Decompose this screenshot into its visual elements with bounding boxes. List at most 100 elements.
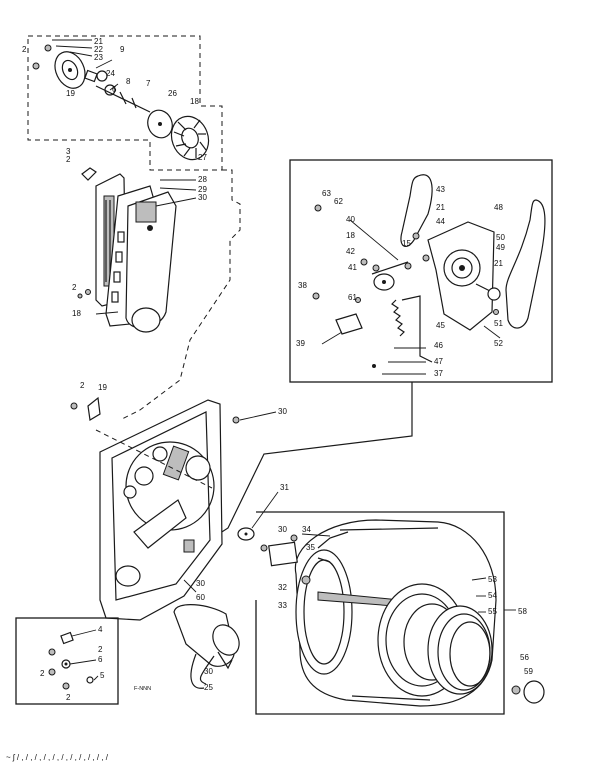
callout-63: 63 [322,189,331,198]
screw-part [312,292,320,300]
callout-2: 2 [40,669,45,678]
motor-inset [15,617,119,705]
mount-clip [60,631,74,645]
callout-48: 48 [494,203,503,212]
seal-part [87,396,101,421]
bearing-part [84,69,98,83]
callout-28: 28 [198,175,207,184]
callout-46: 46 [434,341,443,350]
callout-55: 55 [488,607,497,616]
callout-40: 40 [346,215,355,224]
motor-endcap [212,624,240,656]
callout-45: 45 [436,321,445,330]
washer-part [360,258,368,266]
callout-30: 30 [198,193,207,202]
rear-bulkhead [99,399,223,621]
washer-part [372,264,380,272]
drum-roller [523,680,545,704]
blower-assembly-group [27,35,223,171]
callout-18: 18 [190,97,199,106]
callout-44: 44 [436,217,445,226]
callout-53: 53 [488,575,497,584]
callout-2: 2 [22,45,27,54]
bottom-margin-marks: ~ ʃ / , / , / , / , / , / , / , / , / , … [6,753,109,762]
callout-15: 15 [402,239,411,248]
clip-part [81,167,97,181]
callout-21: 21 [436,203,445,212]
callout-50: 50 [496,233,505,242]
duct-gasket [135,201,157,223]
drive-belt-small [400,174,433,248]
callout-34: 34 [302,525,311,534]
motor-pulley [487,287,501,301]
bulkhead-clip [183,539,195,553]
callout-6: 6 [98,655,103,664]
callout-62: 62 [334,197,343,206]
callout-38: 38 [298,281,307,290]
callout-25: 25 [204,683,213,692]
motor-lead [190,653,205,689]
callout-26: 26 [168,89,177,98]
callout-58: 58 [518,607,527,616]
callout-2: 2 [80,381,85,390]
callout-54: 54 [488,591,497,600]
callout-19: 19 [66,89,75,98]
washer-part [86,676,94,684]
callout-56: 56 [520,653,529,662]
callout-32: 32 [278,583,287,592]
screw-part [44,44,52,52]
drum-bearing [301,575,311,585]
screw-part [314,204,322,212]
callout-30: 30 [278,407,287,416]
callout-24: 24 [106,69,115,78]
motor-inset-frame [15,617,119,705]
roller-part [511,685,521,695]
drive-inset [289,159,553,383]
callout-29: 29 [198,185,207,194]
rear-bulkhead-group [70,396,277,621]
callout-7: 7 [146,79,151,88]
tension-rod [401,295,433,363]
drum-belt-guide [317,531,349,549]
callout-8: 8 [126,77,131,86]
bulkhead-port [115,565,141,587]
impeller-wheel [170,115,210,161]
blower-connector-dash [119,169,241,421]
callout-30: 30 [204,667,213,676]
duct-assembly-group [77,167,197,333]
drum-mount-parts [237,491,349,585]
callout-19: 19 [98,383,107,392]
duct-opening [131,307,161,333]
tension-spring [391,299,405,337]
callout-9: 9 [120,45,125,54]
callout-labels: 21 22 23 9 2 24 8 7 19 6 26 18 27 3 2 28… [22,37,533,702]
washer-part [96,70,108,82]
inset-frame [289,159,553,383]
callout-30: 30 [278,525,287,534]
callout-43: 43 [436,185,445,194]
callout-2: 2 [98,645,103,654]
callout-18: 18 [346,231,355,240]
callout-5: 5 [100,671,105,680]
bulkhead-bracket [162,445,190,481]
drum-bracket [268,541,298,567]
callout-18: 18 [72,309,81,318]
callout-47: 47 [434,357,443,366]
callout-33: 33 [278,601,287,610]
callout-42: 42 [346,247,355,256]
motor-wire [199,655,215,685]
callout-6: 6 [112,85,117,94]
callout-22: 22 [94,45,103,54]
callout-59: 59 [524,667,533,676]
screw-part [32,62,40,70]
callout-2: 2 [66,155,71,164]
drum-frame [255,511,505,715]
motor-group [173,604,240,689]
idler-shaft [335,313,363,335]
callout-21: 21 [494,259,503,268]
callout-61: 61 [348,293,357,302]
callout-4: 4 [98,625,103,634]
callout-41: 41 [348,263,357,272]
